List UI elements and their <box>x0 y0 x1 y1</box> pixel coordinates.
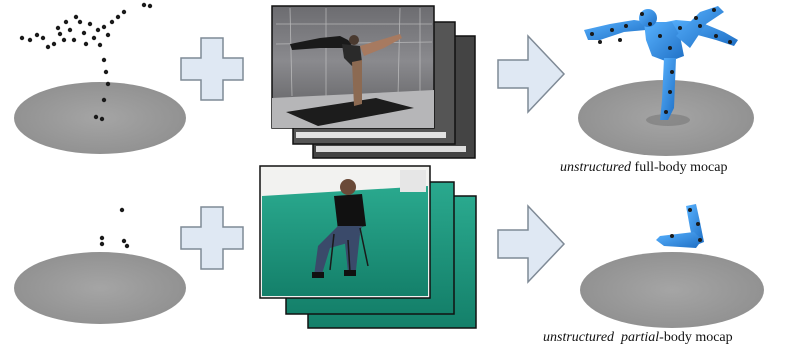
marker-cloud <box>100 208 129 248</box>
ground-plane <box>14 252 186 324</box>
plus-icon <box>181 38 243 100</box>
ground-plane <box>580 252 764 328</box>
caption-rest: full-body mocap <box>631 160 727 175</box>
ground-plane <box>14 82 186 154</box>
caption-rest: -body mocap <box>659 330 732 345</box>
caption-italic: unstructured <box>560 160 631 175</box>
video-frames-stack <box>260 166 476 328</box>
caption-italic: unstructured partial <box>543 330 659 345</box>
arm-model <box>656 204 704 248</box>
caption-full-body: unstructured full-body mocap <box>560 160 727 176</box>
right-arrow-icon <box>498 36 564 112</box>
right-arrow-icon <box>498 206 564 282</box>
caption-partial-body: unstructured partial-body mocap <box>543 330 733 346</box>
video-frames-stack <box>272 6 475 158</box>
plus-icon <box>181 207 243 269</box>
